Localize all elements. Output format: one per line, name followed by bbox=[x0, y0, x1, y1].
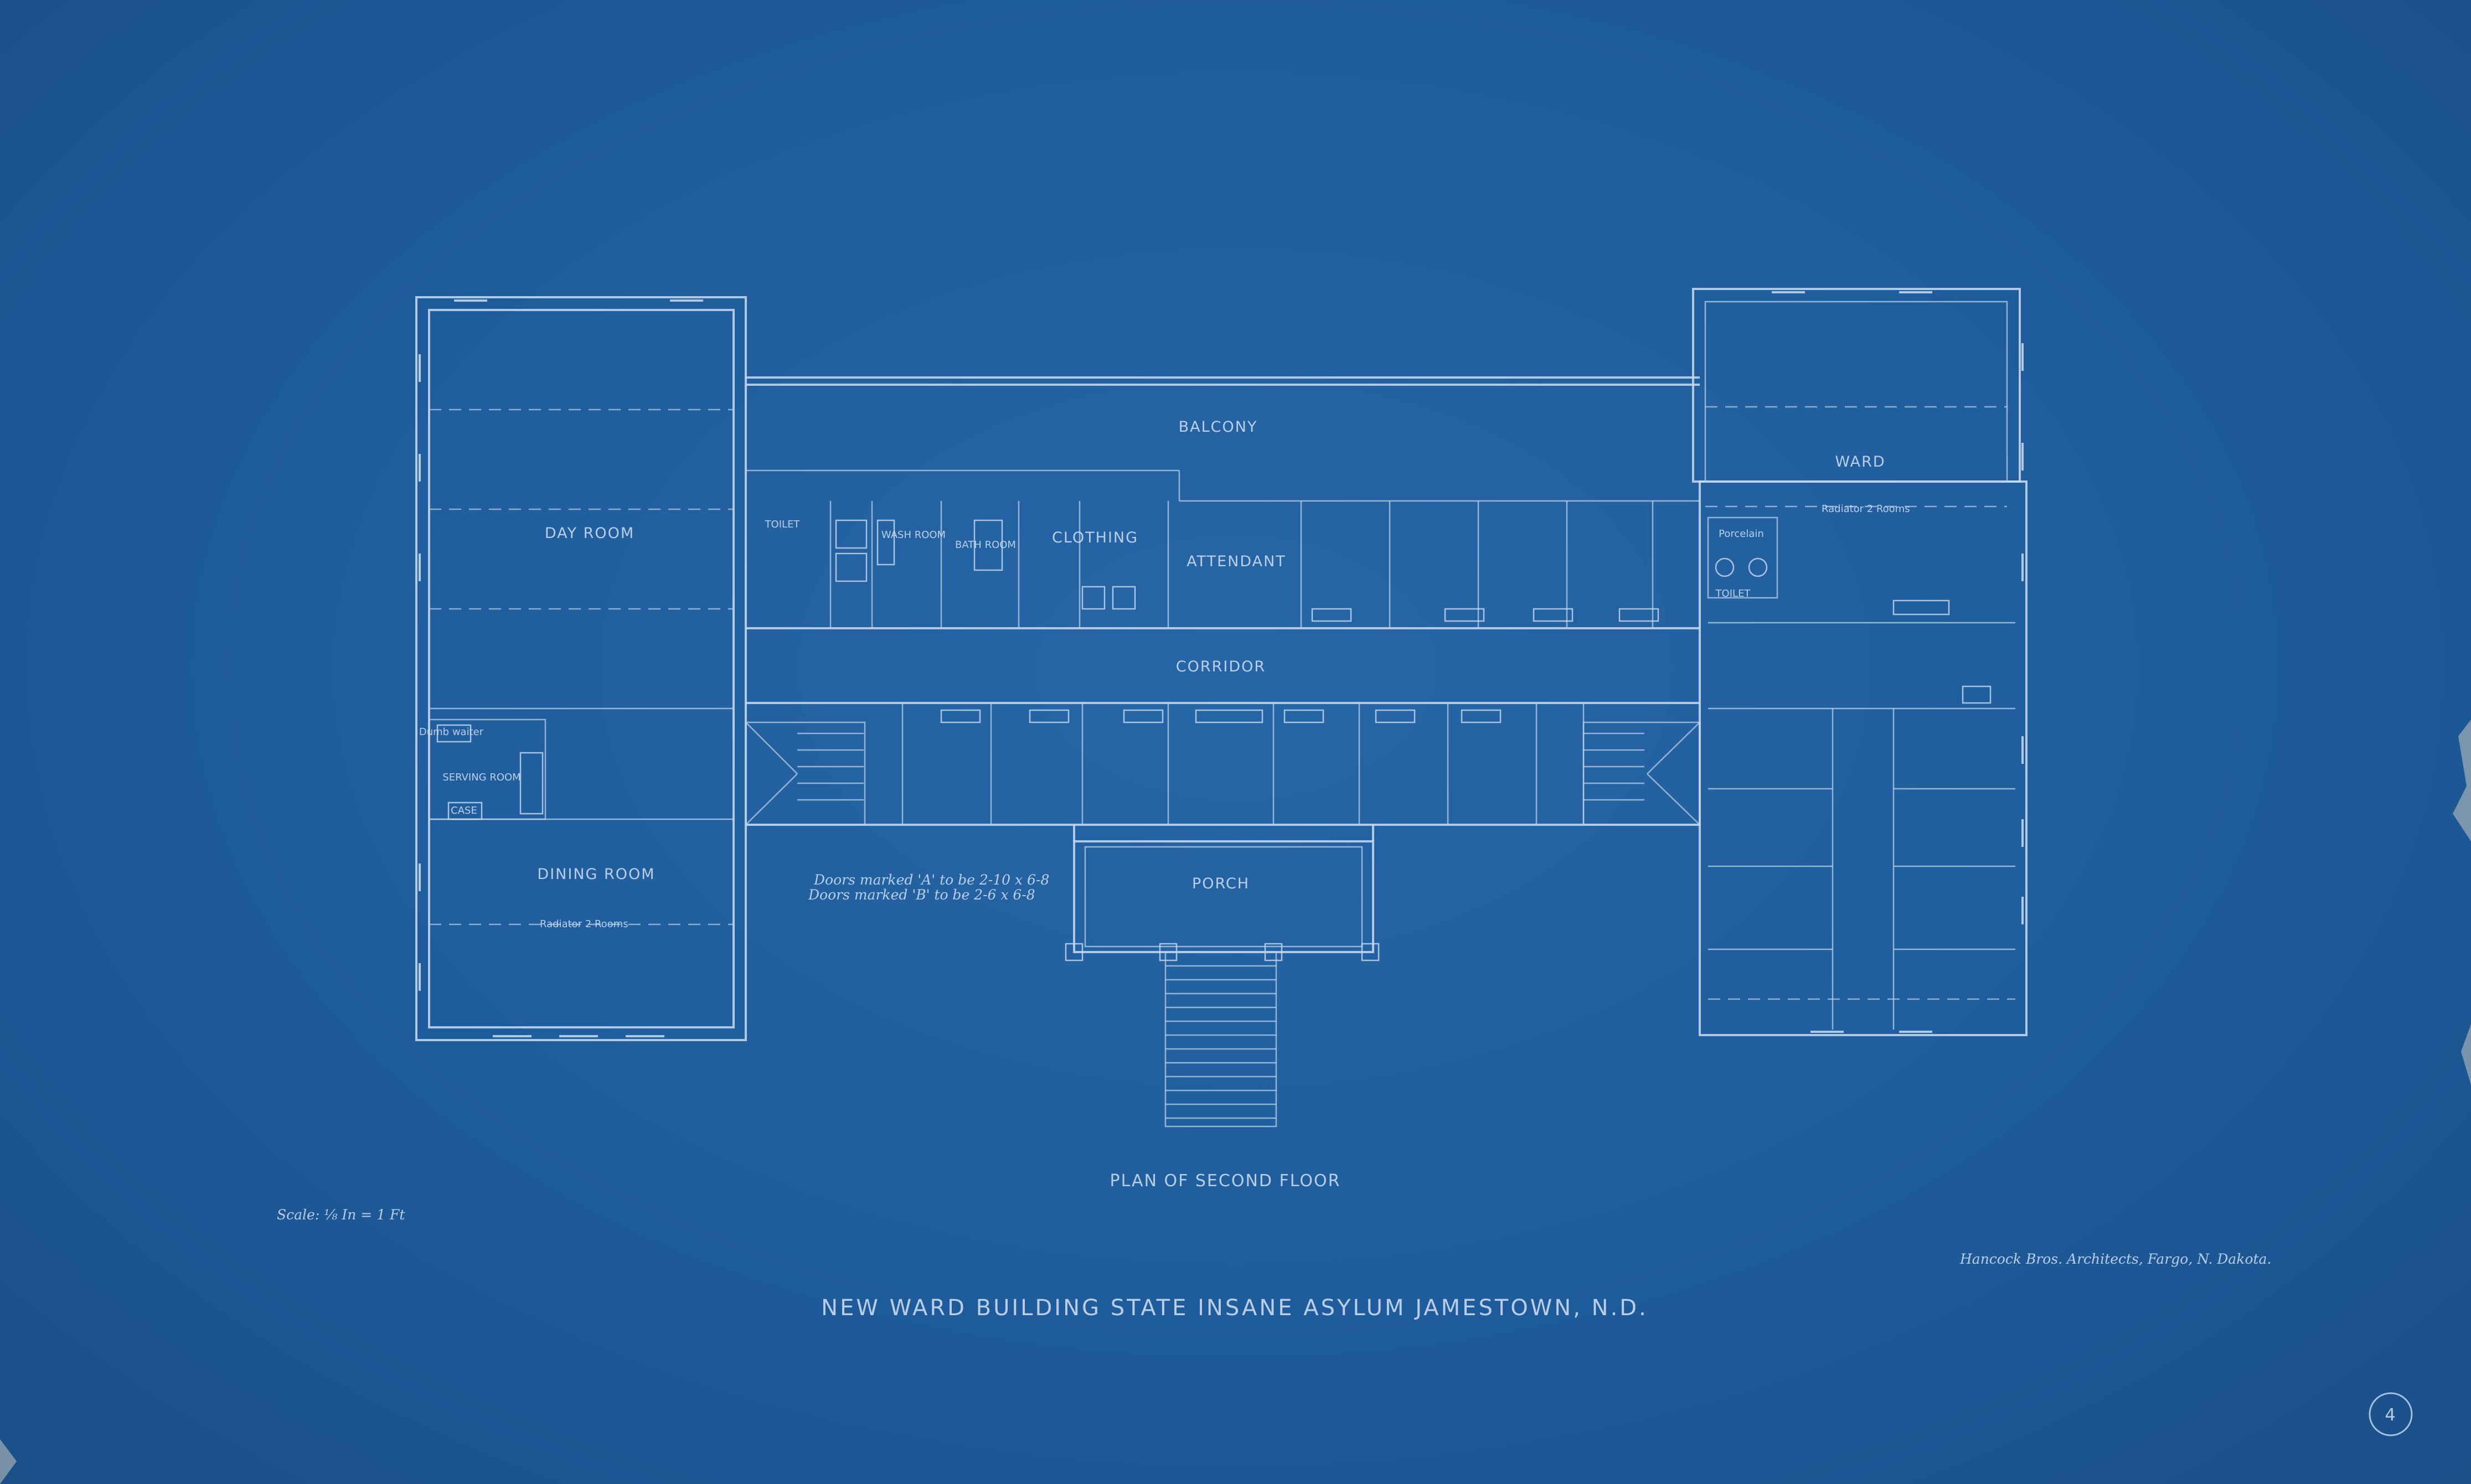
room-labels: BALCONY WARD DAY ROOM TOILET WASH ROOM B… bbox=[419, 418, 1885, 892]
dining-room-label: DINING ROOM bbox=[537, 866, 655, 883]
day-room-label: DAY ROOM bbox=[545, 525, 634, 542]
sheet-number: 4 bbox=[2385, 1405, 2396, 1425]
corridor-label: CORRIDOR bbox=[1176, 658, 1266, 675]
porch bbox=[1065, 825, 1380, 961]
case-label: CASE bbox=[451, 805, 477, 816]
left-stair bbox=[745, 721, 866, 826]
radiator-note-right: Radiator 2 Rooms bbox=[1822, 503, 1910, 515]
sheet-number-circle bbox=[2369, 1392, 2413, 1436]
porch-label: PORCH bbox=[1192, 875, 1250, 892]
toilet-right-label: TOILET bbox=[1715, 588, 1751, 599]
right-wing-walls bbox=[1692, 288, 2028, 1036]
clothing-label: CLOTHING bbox=[1052, 529, 1138, 546]
dumb-waiter-label: Dumb waiter bbox=[419, 726, 484, 738]
toilet-label: TOILET bbox=[765, 519, 801, 530]
left-wing-windows bbox=[419, 299, 703, 1037]
left-wing-walls bbox=[415, 296, 747, 1041]
doors-a-note: Doors marked 'A' to be 2-10 x 6-8 bbox=[813, 872, 1049, 888]
radiator-note-left: Radiator 2 Rooms bbox=[540, 918, 628, 930]
doors-b-note: Doors marked 'B' to be 2-6 x 6-8 bbox=[808, 887, 1035, 903]
right-wing-windows bbox=[1772, 291, 2024, 1033]
ward-label: WARD bbox=[1835, 453, 1885, 470]
attendant-label: ATTENDANT bbox=[1187, 553, 1286, 570]
paper-edge-wear bbox=[0, 720, 2471, 1484]
serving-room-label: SERVING ROOM bbox=[442, 772, 520, 783]
sheet-title: NEW WARD BUILDING STATE INSANE ASYLUM JA… bbox=[821, 1295, 1648, 1321]
wash-room-label: WASH ROOM bbox=[881, 529, 946, 541]
right-stair bbox=[1582, 721, 1701, 826]
title-block: PLAN OF SECOND FLOOR Scale: ⅛ In = 1 Ft … bbox=[277, 1171, 2413, 1436]
scale-note: Scale: ⅛ In = 1 Ft bbox=[277, 1207, 405, 1223]
bath-room-label: BATH ROOM bbox=[955, 539, 1016, 551]
balcony-label: BALCONY bbox=[1179, 418, 1258, 436]
plan-title: PLAN OF SECOND FLOOR bbox=[1110, 1171, 1340, 1191]
porcelain-label: Porcelain bbox=[1719, 528, 1764, 540]
central-block-walls bbox=[746, 376, 1700, 826]
architect-credit: Hancock Bros. Architects, Fargo, N. Dako… bbox=[1959, 1251, 2271, 1267]
drawing-notes: Doors marked 'A' to be 2-10 x 6-8 Doors … bbox=[540, 503, 1910, 930]
porch-steps bbox=[1164, 951, 1277, 1128]
